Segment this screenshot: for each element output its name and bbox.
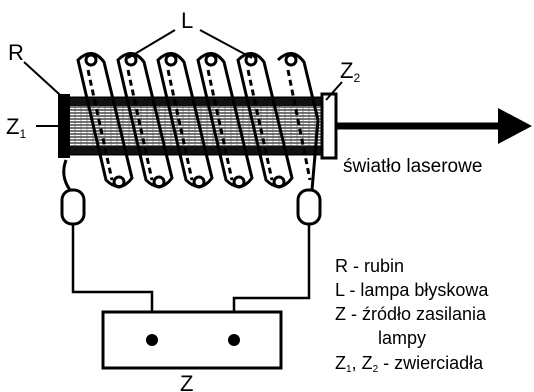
terminal-right (228, 334, 240, 346)
label-r: R (8, 40, 24, 65)
output-label: światło laserowe (343, 156, 482, 177)
electrodes (60, 188, 322, 226)
legend-z-line2: lampy (378, 328, 426, 348)
legend: R - rubin L - lampa błyskowa Z - źródło … (335, 256, 489, 375)
mirror-z1 (58, 94, 70, 158)
flash-lamp-coil (62, 52, 320, 191)
legend-l: L - lampa błyskowa (335, 280, 489, 300)
power-supply-box (101, 310, 283, 370)
label-z1: Z1 (6, 114, 26, 141)
label-z2: Z2 (340, 58, 360, 85)
legend-r: R - rubin (335, 256, 404, 276)
mirror-z2 (320, 92, 338, 160)
label-l: L (181, 8, 193, 33)
terminal-left (146, 334, 158, 346)
laser-beam-arrow (336, 108, 532, 144)
leader-lines (23, 29, 343, 127)
ruby-rod (60, 96, 336, 156)
label-z: Z (180, 371, 193, 392)
legend-z-line1: Z - źródło zasilania (335, 304, 487, 324)
legend-mirrors: Z1, Z2 - zwierciadła (335, 353, 484, 375)
